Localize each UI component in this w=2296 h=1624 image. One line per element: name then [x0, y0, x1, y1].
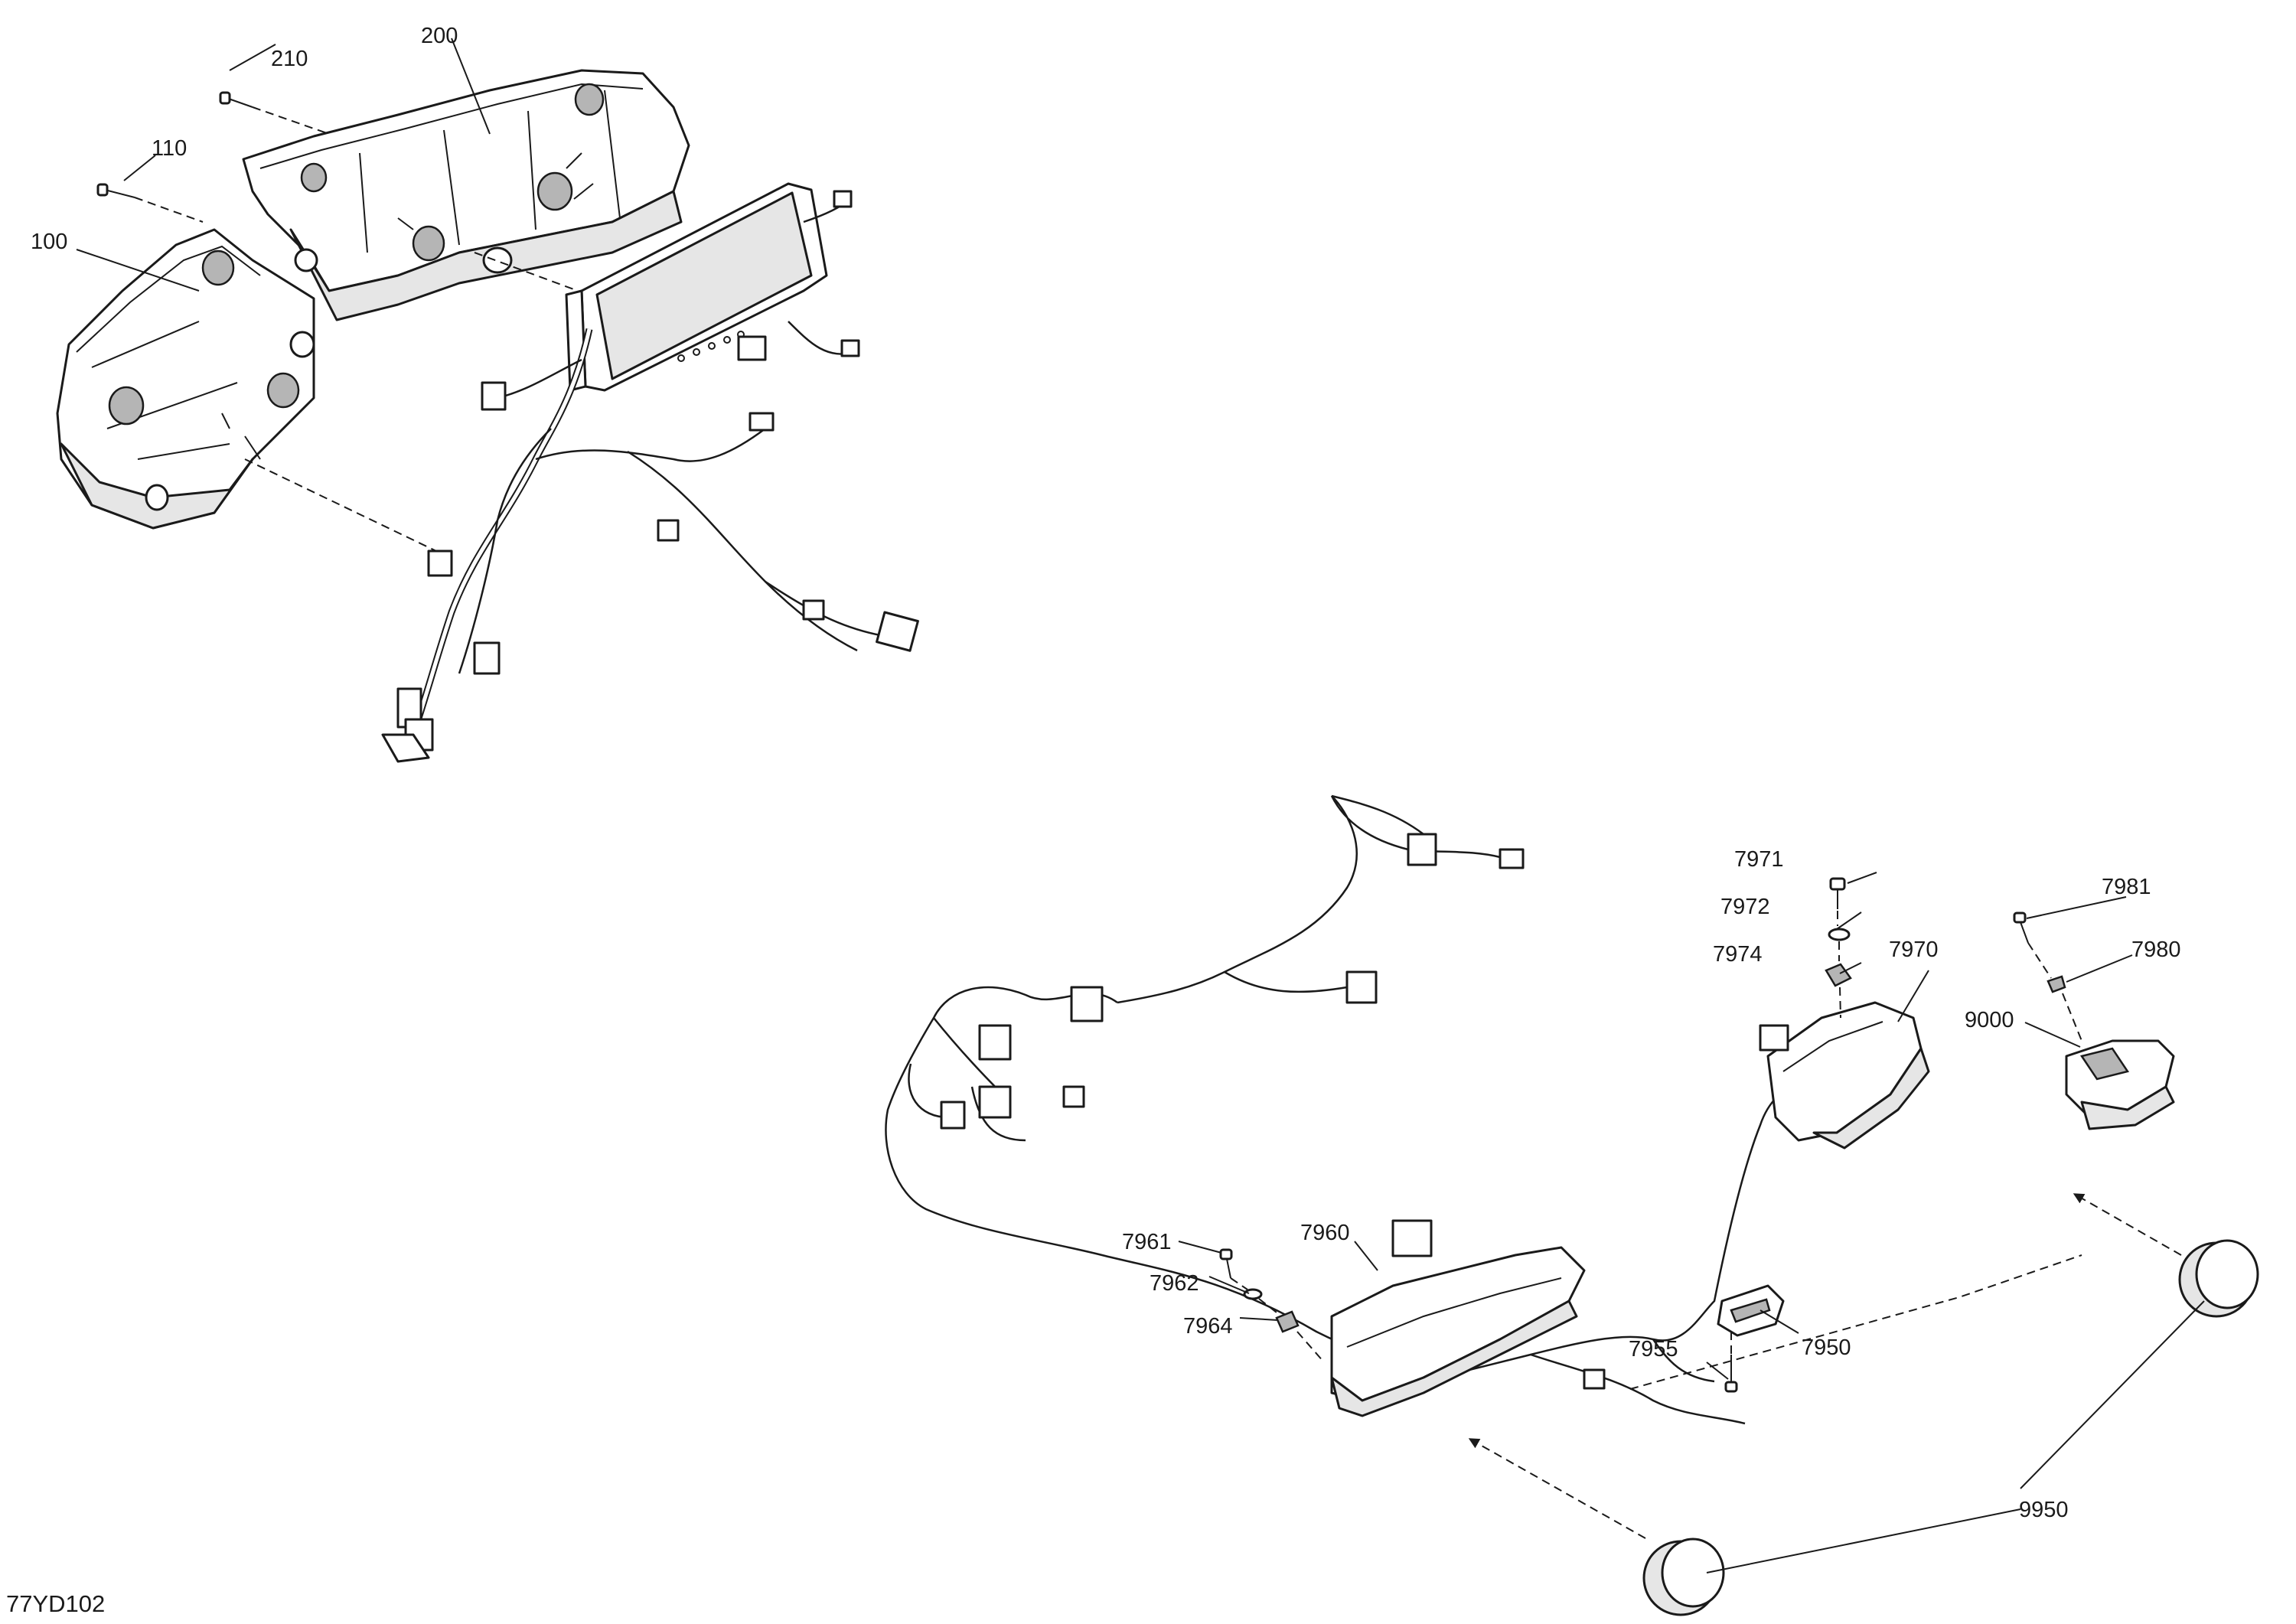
upper-wiring-harness: [381, 190, 919, 763]
callout-7980: 7980: [2131, 938, 2181, 962]
callout-7950: 7950: [1802, 1335, 1851, 1360]
washer-7962: [1243, 1288, 1263, 1300]
clip-7974: [1825, 963, 1852, 987]
screw-7961: [1219, 1248, 1233, 1279]
headlight-housing-100: [56, 228, 315, 530]
tail-light-7960: [1330, 1219, 1586, 1417]
reflector-9950-upper: [2178, 1239, 2259, 1318]
callout-9950: 9950: [2019, 1498, 2069, 1522]
callout-7962: 7962: [1150, 1271, 1199, 1296]
callout-7961: 7961: [1122, 1230, 1172, 1254]
clip-7964: [1275, 1310, 1300, 1333]
callout-7970: 7970: [1889, 938, 1939, 962]
side-light-9000: [2065, 1039, 2175, 1130]
callout-7955: 7955: [1629, 1337, 1678, 1361]
headlight-housing-200: [242, 69, 690, 321]
callout-100: 100: [31, 230, 67, 254]
screw-7955: [1724, 1355, 1738, 1393]
callout-labels: 210 200 110 100 7971 7972 7974 7970 7981…: [31, 24, 2181, 1522]
callout-7981: 7981: [2102, 875, 2151, 899]
tail-light-7970: [1759, 1001, 1930, 1150]
plate-light-7950: [1717, 1284, 1785, 1337]
callout-7974: 7974: [1713, 942, 1763, 967]
callout-110: 110: [152, 136, 187, 161]
callout-9000: 9000: [1965, 1008, 2014, 1032]
callout-7960: 7960: [1300, 1221, 1350, 1245]
assembly-guides: [134, 106, 2182, 1539]
screw-210: [219, 91, 253, 108]
screw-110: [96, 183, 135, 198]
clip-7980: [2047, 975, 2066, 993]
drawing-code: 77YD102: [6, 1590, 105, 1617]
screw-7971: [1829, 877, 1846, 909]
callout-7972: 7972: [1720, 895, 1770, 919]
callout-210: 210: [271, 47, 308, 71]
callout-7964: 7964: [1183, 1314, 1233, 1339]
screw-7981: [2013, 911, 2029, 944]
display-screen: [565, 182, 828, 392]
leader-lines: [76, 38, 2205, 1573]
reflector-9950-lower: [1642, 1538, 1725, 1616]
callout-200: 200: [421, 24, 458, 48]
washer-7972: [1828, 928, 1851, 941]
callout-7971: 7971: [1734, 847, 1784, 872]
